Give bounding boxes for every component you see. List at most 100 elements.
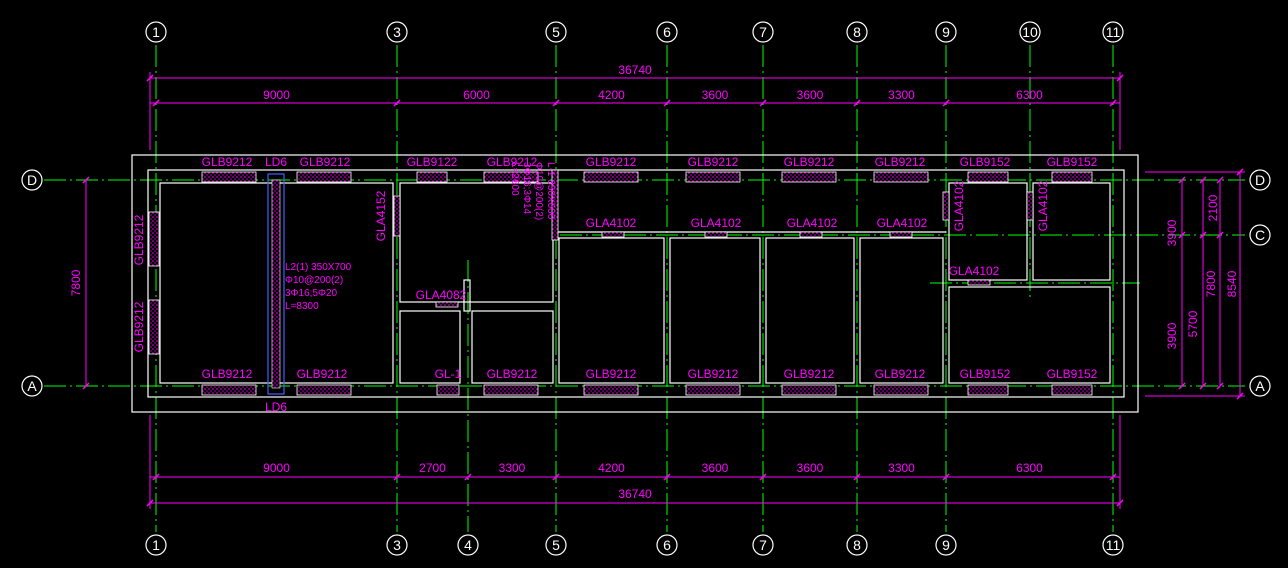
dim-tick <box>464 473 472 481</box>
axis-bubble-right-circle <box>1249 169 1271 191</box>
axis-bubble-top-circle <box>656 21 678 43</box>
dim-tick <box>393 99 401 107</box>
window-hatches <box>148 169 1093 396</box>
window-label-bottom: GLB9212 <box>202 367 253 381</box>
dim-tick <box>1109 473 1117 481</box>
beam-note: L2(1) 350X700 Φ10@200(2) 3Φ16;5Φ20 L=830… <box>285 262 352 312</box>
axis-bubble-bottom: 5 <box>552 537 560 553</box>
axis-bubble-right: D <box>1255 172 1265 188</box>
dim-tick <box>146 499 154 507</box>
dim-top-segment: 3300 <box>888 88 915 102</box>
dim-right-col2: 3900 <box>1165 219 1179 246</box>
beam-note-line: Φ10@200(2) <box>285 275 343 286</box>
dim-right-7800: 7800 <box>1204 270 1218 297</box>
beam-note-line: L2(1) 350X700 <box>285 262 352 273</box>
axis-bubble-left: A <box>27 378 37 394</box>
window-label-top: GLB9212 <box>300 155 351 169</box>
axis-bubble-top-circle <box>846 21 868 43</box>
dim-top-segment: 3600 <box>702 88 729 102</box>
dimension-lines <box>85 72 1245 509</box>
window-label-top: GLB9152 <box>960 155 1011 169</box>
rot-note-line: L=2600 <box>509 162 520 196</box>
axis-bubble-bottom: 8 <box>853 537 861 553</box>
window-label-top: GLB9122 <box>407 155 458 169</box>
axis-bubble-top-circle <box>752 21 774 43</box>
window-label-bottom: GLB9212 <box>688 367 739 381</box>
window-label-top: GLB9212 <box>586 155 637 169</box>
gla-label-right-low: GLA4102 <box>949 264 1000 278</box>
axis-bubble-left-circle <box>21 169 43 191</box>
axis-bubble-top: 11 <box>1106 24 1121 40</box>
rot-note-line: 3Φ16;3Φ14 <box>521 162 532 215</box>
gla-label-right: GLA4102 <box>952 180 966 231</box>
axis-bubble-bottom-circle <box>656 534 678 556</box>
dim-tick <box>1116 499 1124 507</box>
rot-note-line: L-1 350X600 <box>545 162 556 220</box>
dim-right-5700: 5700 <box>1186 310 1200 337</box>
window-label-bottom: GLB9152 <box>960 367 1011 381</box>
dim-top-segment: 4200 <box>598 88 625 102</box>
dim-tick <box>942 99 950 107</box>
dim-tick <box>1199 231 1207 239</box>
window-label-bottom: GLB9212 <box>297 367 348 381</box>
axis-bubble-left-circle <box>21 375 43 397</box>
dim-bottom-segment: 2700 <box>419 461 446 475</box>
axis-bubble-top: 1 <box>152 24 160 40</box>
dim-tick <box>152 473 160 481</box>
beam-note-line: 3Φ16;5Φ20 <box>285 288 338 299</box>
dim-bottom-segment: 6300 <box>1016 461 1043 475</box>
axis-bubble-bottom: 6 <box>663 537 671 553</box>
axis-bubble-top-circle <box>935 21 957 43</box>
axis-bubble-top-circle <box>145 21 167 43</box>
axis-bubble-bottom-circle <box>545 534 567 556</box>
axis-bubble-top-circle <box>386 21 408 43</box>
axis-bubble-top-circle <box>1102 21 1124 43</box>
grid-axis-lines <box>44 45 1245 532</box>
dim-tick <box>1199 382 1207 390</box>
dim-bottom-segment: 3600 <box>797 461 824 475</box>
dim-tick <box>82 382 90 390</box>
dim-tick <box>1236 168 1244 176</box>
axis-bubble-top: 3 <box>393 24 401 40</box>
dim-top-segment: 6000 <box>463 88 490 102</box>
dim-bottom-segment: 3300 <box>888 461 915 475</box>
axis-bubble-top: 8 <box>853 24 861 40</box>
axis-bubble-top: 7 <box>759 24 767 40</box>
dim-top-segment: 9000 <box>263 88 290 102</box>
dim-right-8540: 8540 <box>1225 270 1239 297</box>
dim-tick <box>759 99 767 107</box>
axis-bubble-top: 5 <box>552 24 560 40</box>
window-label-top: GLB9212 <box>784 155 835 169</box>
gla4082-label: GLA4082 <box>416 288 467 302</box>
dim-tick <box>663 473 671 481</box>
window-label-top: GLB9212 <box>487 155 538 169</box>
axis-bubble-bottom-circle <box>1102 534 1124 556</box>
axis-bubble-right-circle <box>1249 224 1271 246</box>
window-label-top: GLB9212 <box>688 155 739 169</box>
dim-tick <box>552 473 560 481</box>
dim-left-height: 7800 <box>69 269 83 296</box>
dim-right-2100: 2100 <box>1206 194 1220 221</box>
dim-tick <box>393 473 401 481</box>
axis-bubble-bottom: 11 <box>1106 537 1121 553</box>
window-label-top: GLB9212 <box>202 155 253 169</box>
dim-tick <box>1216 231 1224 239</box>
axis-bubble-right: A <box>1255 378 1265 394</box>
window-label-bottom: GLB9212 <box>784 367 835 381</box>
rot-note-line: Φ10@200(2) <box>533 162 544 220</box>
dim-bottom-overall: 36740 <box>618 487 652 501</box>
dim-tick <box>1178 176 1186 184</box>
gla-label: GLA4102 <box>586 216 637 230</box>
dim-top-segment: 6300 <box>1016 88 1043 102</box>
dim-top-segment: 3600 <box>797 88 824 102</box>
rotated-beam-note: L-1 350X600 Φ10@200(2) 3Φ16;3Φ14 L=2600 <box>509 162 556 220</box>
axis-bubble-bottom-circle <box>935 534 957 556</box>
dim-tick <box>1236 392 1244 400</box>
dim-tick <box>1178 231 1186 239</box>
dim-tick <box>1199 176 1207 184</box>
axis-bubble-bottom: 1 <box>152 537 160 553</box>
axis-bubble-bottom-circle <box>846 534 868 556</box>
